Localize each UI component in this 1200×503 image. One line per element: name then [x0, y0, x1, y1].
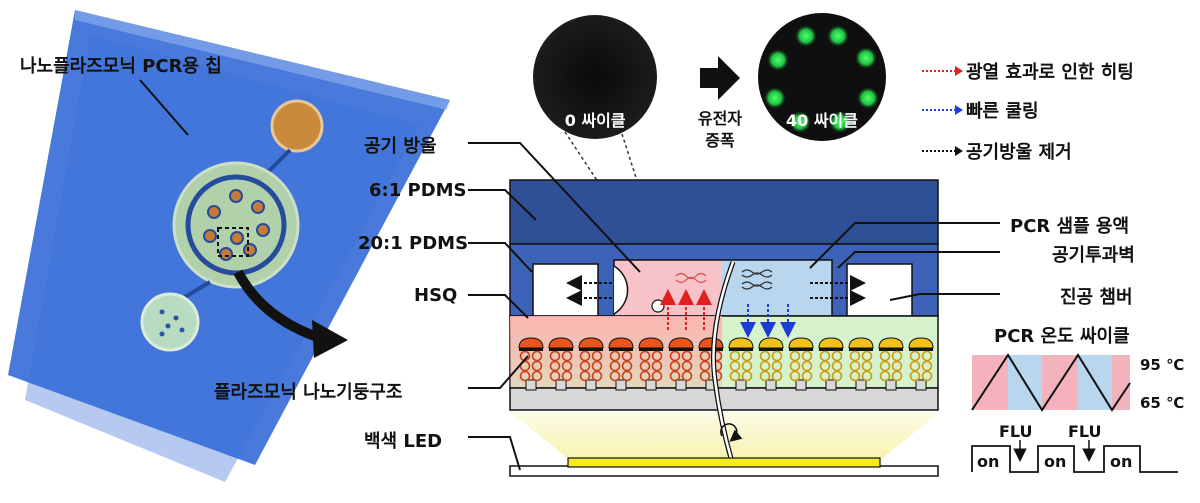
- nanopillar-hot: [578, 337, 604, 382]
- pdms-6-1-label: 6:1 PDMS: [369, 180, 467, 201]
- led-chip: [567, 457, 881, 468]
- flu-signal: [971, 445, 1178, 473]
- legend-heating-line: [922, 66, 963, 76]
- temp-low-label: 65 ℃: [1140, 394, 1185, 412]
- cycle0-label: 0 싸이클: [564, 111, 626, 130]
- air-permeable-wall-label: 공기투과벽: [1052, 245, 1135, 266]
- cycle0-image: [533, 15, 657, 139]
- pdms-6-1-layer: [509, 179, 939, 245]
- legend-cooling-line: [922, 105, 963, 115]
- vacuum-chamber-left: [532, 263, 599, 317]
- amplification-line2: 증폭: [705, 131, 735, 150]
- zoom-arrow: [233, 269, 322, 343]
- flu-label-1: FLU: [999, 422, 1033, 441]
- legend-bubble-text: 공기방울 제거: [966, 142, 1072, 163]
- nanopillar-hot: [548, 337, 574, 382]
- vacuum-chamber-label: 진공 챔버: [1060, 287, 1133, 308]
- legend-cooling-text: 빠른 쿨링: [966, 101, 1039, 122]
- vacuum-chamber-right: [846, 263, 913, 317]
- nanopillar-hot: [638, 337, 664, 382]
- glass-substrate: [509, 387, 939, 411]
- legend-cooling: 빠른 쿨링: [922, 97, 1039, 123]
- cycle40-label: 40 싸이클: [786, 111, 858, 130]
- nanopillar-hot: [608, 337, 634, 382]
- chip-label: 나노플라즈모닉 PCR용 칩: [20, 56, 222, 77]
- nanopillar-cool: [788, 337, 814, 382]
- pdms-20-1-label: 20:1 PDMS: [358, 233, 469, 254]
- nanopillar-cool: [758, 337, 784, 382]
- legend-bubble-line: [922, 146, 963, 156]
- nanopillar-cool: [818, 337, 844, 382]
- nanopillar-label: 플라즈모닉 나노기둥구조: [214, 382, 403, 403]
- amplify-arrow: [700, 56, 740, 100]
- zoom-arrow-head: [312, 320, 348, 358]
- nanopillar-cool: [878, 337, 904, 382]
- amplification-label: 유전자 증폭: [690, 108, 750, 152]
- legend-heating: 광열 효과로 인한 히팅: [922, 58, 1134, 84]
- hsq-label: HSQ: [414, 285, 458, 306]
- nanopillar-cool: [728, 337, 754, 382]
- white-led-label: 백색 LED: [364, 431, 443, 452]
- legend-heating-text: 광열 효과로 인한 히팅: [966, 62, 1134, 83]
- pcr-cycle-title: PCR 온도 싸이클: [994, 326, 1130, 347]
- pcr-sample-label: PCR 샘플 용액: [1010, 216, 1130, 237]
- chip-illustration: [8, 10, 450, 482]
- air-bubble-label: 공기 방울: [364, 136, 437, 157]
- temp-high-label: 95 ℃: [1140, 356, 1185, 374]
- on-label-3: on: [1110, 452, 1133, 471]
- pcr-cycle-chart: [971, 353, 1131, 412]
- nanopillar-hot: [668, 337, 694, 382]
- cycle40-image: [758, 13, 886, 141]
- flu-label-2: FLU: [1068, 422, 1102, 441]
- amplification-line1: 유전자: [697, 109, 743, 128]
- nanopillar-cool: [848, 337, 874, 382]
- sample-chamber-hot: [614, 260, 722, 316]
- sample-chamber-cool: [722, 260, 832, 316]
- legend-bubble-removal: 공기방울 제거: [922, 138, 1072, 164]
- on-label-2: on: [1044, 452, 1067, 471]
- nanopillar-cool: [908, 337, 934, 382]
- on-label-1: on: [977, 452, 1000, 471]
